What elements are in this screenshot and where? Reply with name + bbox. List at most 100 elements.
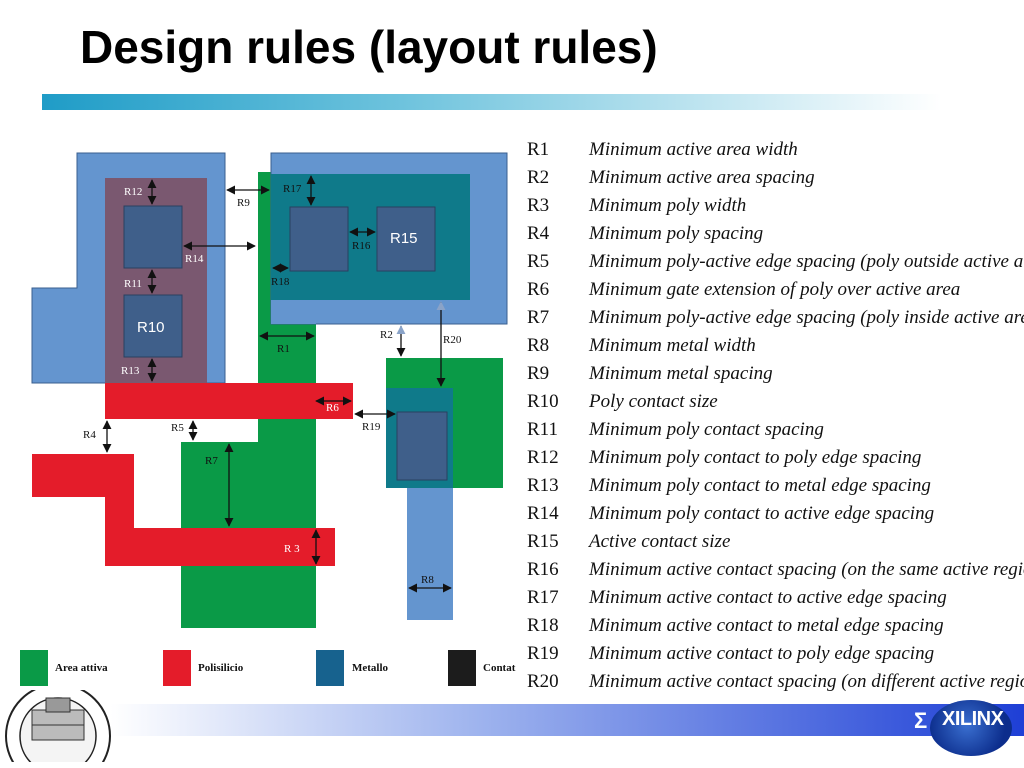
label-r2: R2	[380, 329, 393, 341]
rule-row-r7: R7 Minimum poly-active edge spacing (poly…	[527, 307, 1024, 335]
legend-swatch-poly	[163, 650, 191, 686]
active-contact-r15	[376, 206, 436, 272]
rule-code: R5	[527, 251, 550, 272]
rule-row-r12: R12 Minimum poly contact to poly edge spa…	[527, 447, 1022, 475]
xilinx-x-icon: Σ	[914, 708, 928, 733]
rule-code: R20	[527, 671, 559, 692]
label-r5: R5	[171, 422, 184, 434]
legend-label-poly: Polisilicio	[198, 662, 244, 674]
rule-description: Minimum poly contact spacing	[589, 419, 824, 440]
rule-code: R13	[527, 475, 559, 496]
rule-row-r19: R19 Minimum active contact to poly edge s…	[527, 643, 1022, 671]
university-seal-logo	[5, 690, 111, 762]
label-r9: R9	[237, 197, 250, 209]
rule-code: R16	[527, 559, 559, 580]
label-r3: R 3	[284, 543, 300, 555]
rule-description: Minimum poly contact to metal edge spaci…	[589, 475, 931, 496]
rule-code: R17	[527, 587, 559, 608]
legend-swatch-contact	[448, 650, 476, 686]
rule-code: R12	[527, 447, 559, 468]
rule-code: R6	[527, 279, 550, 300]
rule-code: R9	[527, 363, 550, 384]
rule-row-r8: R8 Minimum metal width	[527, 335, 1022, 363]
rule-description: Minimum metal width	[589, 335, 756, 356]
xilinx-globe-graphic	[930, 700, 1012, 756]
label-r1: R1	[277, 343, 290, 355]
poly-shape-lower	[32, 454, 335, 566]
label-r15: R15	[390, 230, 418, 247]
rule-description: Minimum active area width	[589, 139, 798, 160]
rule-code: R1	[527, 139, 550, 160]
rule-code: R8	[527, 335, 550, 356]
rule-code: R7	[527, 307, 550, 328]
rule-row-r13: R13 Minimum poly contact to metal edge sp…	[527, 475, 1022, 503]
label-r16: R16	[352, 240, 371, 252]
dimension-arrows	[102, 175, 452, 593]
legend-swatch-metal	[316, 650, 344, 686]
layout-rules-diagram: R12 R11 R13 R14 R6 R 3 R16 R10 R15 R9 R1…	[20, 152, 516, 686]
label-r17: R17	[283, 183, 302, 195]
label-r18: R18	[271, 276, 290, 288]
legend-swatch-active	[20, 650, 48, 686]
rule-code: R14	[527, 503, 559, 524]
upper-right-metal-lower-strip	[271, 300, 316, 324]
slide-title: Design rules (layout rules)	[80, 21, 658, 73]
rule-row-r15: R15 Active contact size	[527, 531, 1022, 559]
rule-row-r2: R2 Minimum active area spacing	[527, 167, 1022, 195]
rule-description: Minimum active contact spacing (on diffe…	[589, 671, 1024, 692]
rule-row-r11: R11 Minimum poly contact spacing	[527, 419, 1022, 447]
rule-description: Minimum poly width	[589, 195, 747, 216]
rule-row-r6: R6 Minimum gate extension of poly over ac…	[527, 279, 1022, 307]
rule-description: Active contact size	[589, 531, 731, 552]
rule-code: R11	[527, 419, 558, 440]
rule-code: R4	[527, 223, 550, 244]
rule-row-r18: R18 Minimum active contact to metal edge …	[527, 615, 1022, 643]
rule-code: R3	[527, 195, 550, 216]
label-r10: R10	[137, 319, 165, 336]
rule-row-r1: R1 Minimum active area width	[527, 139, 1022, 167]
rule-description: Minimum active contact to metal edge spa…	[589, 615, 944, 636]
label-r14: R14	[185, 253, 204, 265]
legend: Area attiva Polisilicio Metallo Contat	[20, 650, 516, 686]
rule-code: R10	[527, 391, 559, 412]
rule-description: Minimum active contact to active edge sp…	[589, 587, 947, 608]
rule-description: Minimum poly-active edge spacing (poly i…	[589, 307, 1024, 328]
title-underline-bar	[42, 94, 942, 110]
rule-code: R19	[527, 643, 559, 664]
poly-contact-upper	[123, 205, 183, 269]
rule-code: R2	[527, 167, 550, 188]
rule-description: Minimum poly contact to poly edge spacin…	[589, 447, 922, 468]
rule-description: Minimum active contact to poly edge spac…	[589, 643, 935, 664]
rule-description: Minimum poly contact to active edge spac…	[589, 503, 935, 524]
footer-gradient-bar	[110, 704, 1024, 736]
rule-description: Poly contact size	[589, 391, 718, 412]
rule-description: Minimum active contact spacing (on the s…	[589, 559, 1024, 580]
label-r6: R6	[326, 402, 339, 414]
rule-description: Minimum gate extension of poly over acti…	[589, 279, 961, 300]
label-r12: R12	[124, 186, 142, 198]
label-r11: R11	[124, 278, 142, 290]
rule-row-r9: R9 Minimum metal spacing	[527, 363, 1022, 391]
legend-label-contact: Contat	[483, 662, 516, 674]
rule-description: Minimum poly spacing	[589, 223, 764, 244]
active-contact-left	[289, 206, 349, 272]
legend-label-active: Area attiva	[55, 662, 108, 674]
label-r19: R19	[362, 421, 381, 433]
rule-description: Minimum metal spacing	[589, 363, 773, 384]
rule-row-r20: R20 Minimum active contact spacing (on di…	[527, 671, 1024, 699]
poly-contact-lower	[123, 294, 183, 358]
label-r7: R7	[205, 455, 218, 467]
active-contact-right	[396, 411, 448, 481]
label-r4: R4	[83, 429, 96, 441]
rule-row-r3: R3 Minimum poly width	[527, 195, 1022, 223]
poly-strip-upper	[105, 383, 353, 419]
rule-code: R18	[527, 615, 559, 636]
label-r20: R20	[443, 334, 462, 346]
legend-label-metal: Metallo	[352, 662, 389, 674]
rule-description: Minimum active area spacing	[589, 167, 815, 188]
label-r13: R13	[121, 365, 140, 377]
xilinx-logo-text: XILINX	[942, 708, 1004, 730]
rule-row-r17: R17 Minimum active contact to active edge…	[527, 587, 1022, 615]
rule-code: R15	[527, 531, 559, 552]
